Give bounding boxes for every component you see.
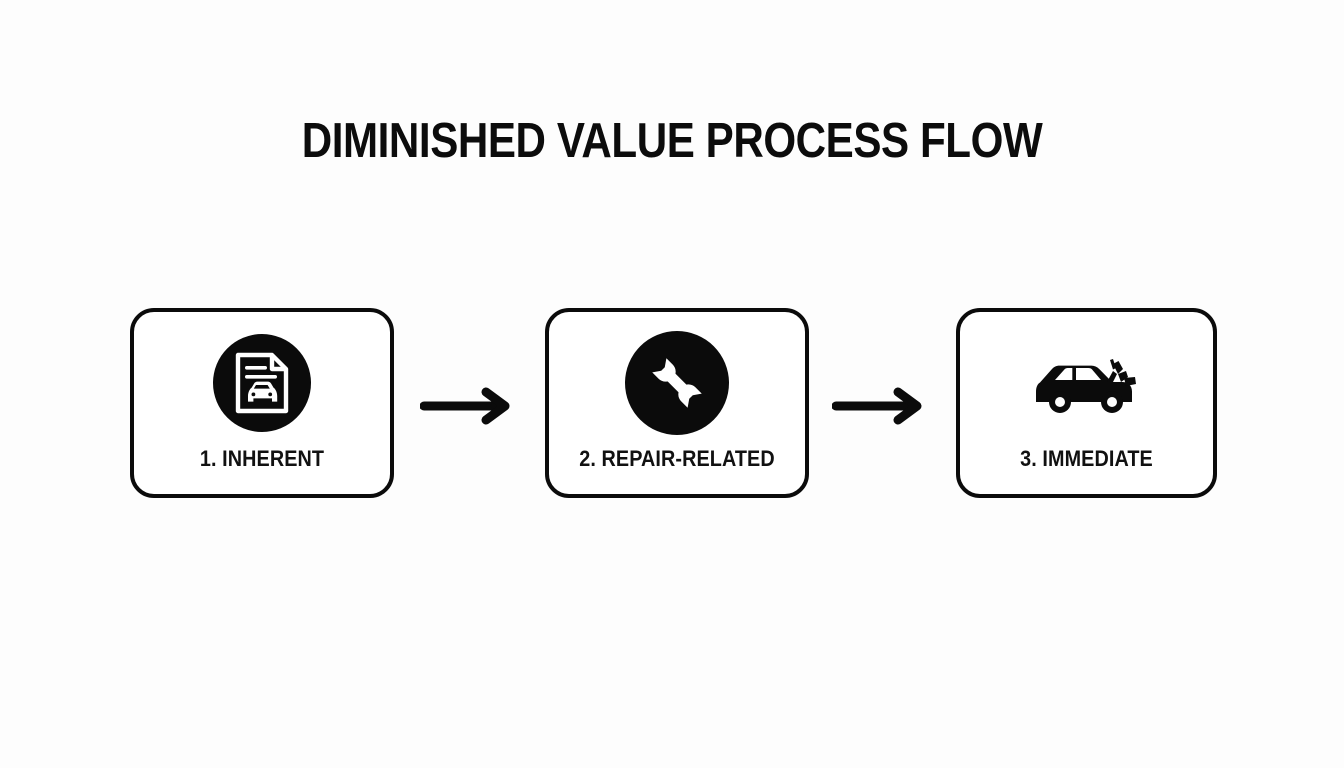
arrow-step2-to-step3-icon	[831, 386, 928, 426]
process-flow-row: 1. INHERENT	[0, 308, 1344, 500]
step-3-label: 3. IMMEDIATE	[1020, 446, 1153, 471]
step-1-icon-slot	[134, 330, 390, 436]
damaged-car-icon-wrap	[1028, 348, 1146, 418]
icon-disc-background	[625, 331, 729, 435]
step-card-immediate[interactable]: 3. IMMEDIATE	[956, 308, 1217, 498]
arrow-step1-to-step2-icon	[419, 386, 516, 426]
step-3-icon-slot	[960, 330, 1213, 436]
icon-disc-background	[213, 334, 311, 432]
step-1-label: 1. INHERENT	[199, 446, 325, 471]
damaged-car-icon	[1035, 359, 1136, 413]
step-2-icon-slot	[549, 330, 805, 436]
document-with-car-icon	[235, 352, 289, 414]
step-card-repair-related[interactable]: 2. REPAIR-RELATED	[545, 308, 809, 498]
step-2-label: 2. REPAIR-RELATED	[579, 446, 775, 471]
wrench-icon	[652, 358, 702, 408]
page-title: DIMINISHED VALUE PROCESS FLOW	[301, 114, 1043, 168]
step-card-inherent[interactable]: 1. INHERENT	[130, 308, 394, 498]
